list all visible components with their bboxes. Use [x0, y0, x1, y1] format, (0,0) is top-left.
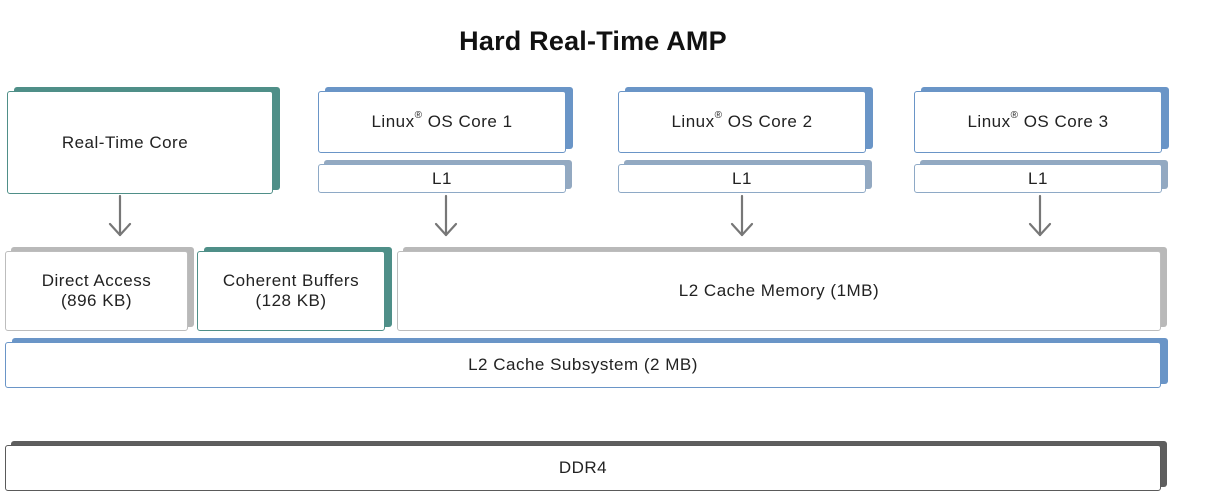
direct-access-block: Direct Access (896 KB) [5, 251, 188, 331]
linux-os-core-3-label: Linux® OS Core 3 [967, 110, 1109, 131]
coherent-buffers-block: Coherent Buffers (128 KB) [197, 251, 385, 331]
direct-access-label: Direct Access [41, 271, 152, 290]
arrow-core-1 [434, 194, 458, 237]
diagram-title: Hard Real-Time AMP [459, 26, 727, 56]
coherent-buffers-label: Coherent Buffers [222, 271, 360, 290]
l1-cache-3-label: L1 [1028, 168, 1048, 188]
arrow-core-3 [1028, 194, 1052, 237]
l2-cache-memory-label: L2 Cache Memory (1MB) [678, 281, 880, 300]
linux-os-core-1-block: Linux® OS Core 1 [318, 91, 566, 153]
l1-cache-2-label: L1 [732, 168, 752, 188]
l2-cache-memory-block: L2 Cache Memory (1MB) [397, 251, 1161, 331]
arrow-core-2 [730, 194, 754, 237]
l1-cache-3-block: L1 [914, 164, 1162, 193]
linux-os-core-2-label: Linux® OS Core 2 [671, 110, 813, 131]
linux-os-core-1-label: Linux® OS Core 1 [371, 110, 513, 131]
l2-cache-subsystem-label: L2 Cache Subsystem (2 MB) [468, 355, 698, 374]
real-time-core-label: Real-Time Core [61, 132, 189, 152]
direct-access-size: (896 KB) [60, 291, 133, 310]
linux-os-core-2-block: Linux® OS Core 2 [618, 91, 866, 153]
linux-os-core-3-block: Linux® OS Core 3 [914, 91, 1162, 153]
l1-cache-1-block: L1 [318, 164, 566, 193]
real-time-core-block: Real-Time Core [7, 91, 273, 194]
ddr4-block: DDR4 [5, 445, 1161, 491]
l1-cache-2-block: L1 [618, 164, 866, 193]
ddr4-label: DDR4 [558, 458, 608, 477]
l1-cache-1-label: L1 [432, 168, 452, 188]
coherent-buffers-size: (128 KB) [255, 291, 327, 310]
l2-cache-subsystem-block: L2 Cache Subsystem (2 MB) [5, 342, 1161, 388]
arrow-real-time-core [108, 194, 132, 237]
